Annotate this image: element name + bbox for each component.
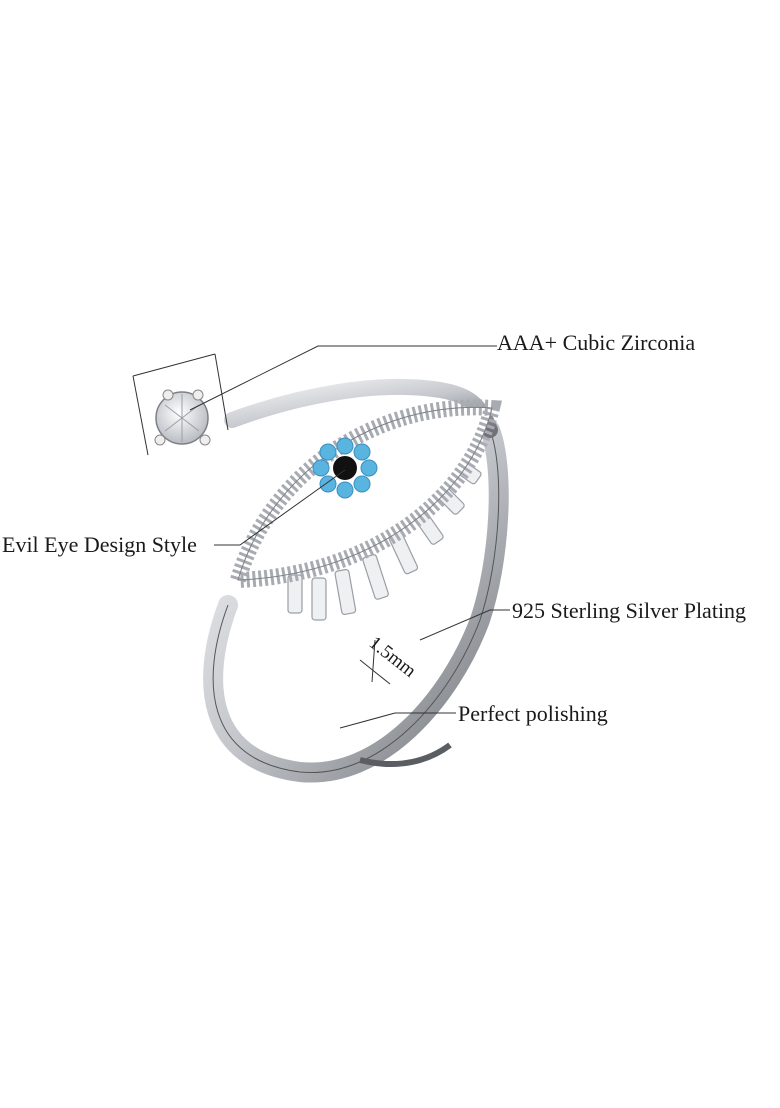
leader-polishing bbox=[339, 712, 456, 729]
evil-eye bbox=[227, 399, 502, 589]
callout-plating: 925 Sterling Silver Plating bbox=[512, 598, 746, 623]
ring-band bbox=[203, 378, 509, 783]
turquoise-stones bbox=[312, 437, 378, 499]
leader-plating bbox=[419, 609, 510, 641]
callout-design: Evil Eye Design Style bbox=[2, 532, 197, 557]
dimension-label: 1.5mm bbox=[365, 632, 420, 682]
callout-polishing: Perfect polishing bbox=[458, 701, 608, 726]
callout-zirconia: AAA+ Cubic Zirconia bbox=[497, 330, 695, 355]
cubic-zirconia-stone bbox=[154, 389, 211, 446]
band-width-dimension: 1.5mm bbox=[359, 632, 420, 685]
gem-dimension-bracket bbox=[132, 353, 229, 456]
leader-design bbox=[214, 469, 346, 546]
leader-zirconia bbox=[189, 345, 497, 411]
